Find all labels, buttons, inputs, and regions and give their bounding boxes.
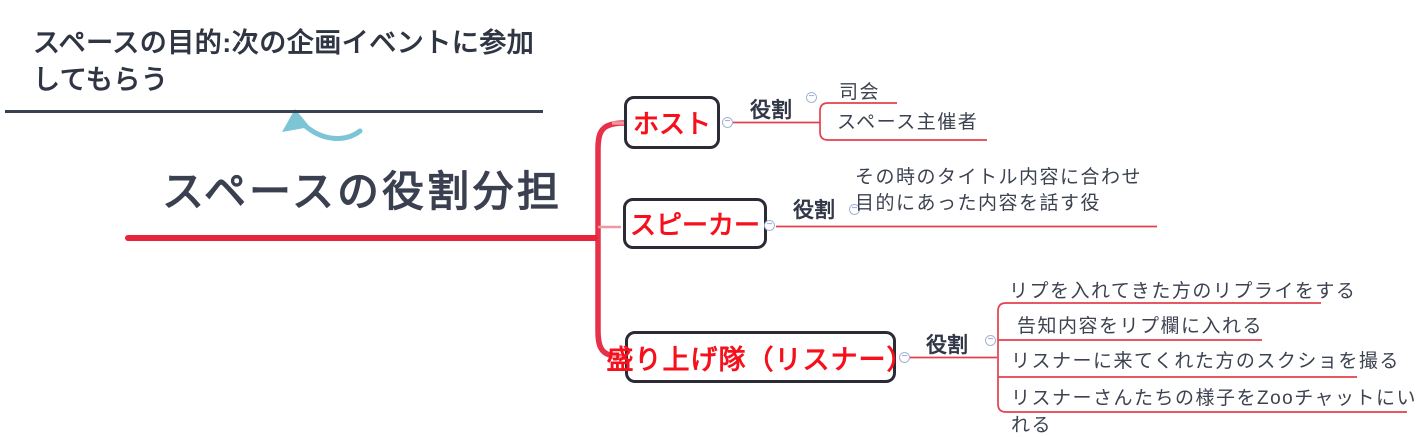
leaf-reply-to-reps[interactable]: リプを入れてきた方のリプライをする: [1009, 281, 1357, 302]
topic-host[interactable]: ホスト: [624, 96, 720, 149]
leaf-speaker-role[interactable]: その時のタイトル内容に合わせ 目的にあった内容を話す役: [855, 167, 1143, 214]
leaf-announce-in-replies[interactable]: 告知内容をリプ欄に入れる: [1017, 316, 1264, 337]
minus-circle-icon[interactable]: −: [849, 204, 860, 215]
leaf-mc[interactable]: 司会: [839, 82, 881, 103]
leaf-space-organizer[interactable]: スペース主催者: [837, 112, 979, 133]
relation-label-cheer[interactable]: 役割: [926, 334, 968, 357]
relation-label-host[interactable]: 役割: [750, 99, 792, 122]
minus-circle-icon[interactable]: −: [722, 117, 733, 128]
leaf-zoo-chat[interactable]: リスナーさんたちの様子をZooチャットにいれる: [1011, 388, 1418, 436]
note-underline: [5, 110, 543, 113]
minus-circle-icon[interactable]: −: [985, 335, 996, 346]
central-topic[interactable]: スペースの役割分担: [162, 168, 562, 215]
leaf-screenshot-listeners[interactable]: リスナーに来てくれた方のスクショを撮る: [1011, 351, 1400, 372]
topic-cheer-squad[interactable]: 盛り上げ隊（リスナー）: [607, 331, 914, 383]
minus-circle-icon[interactable]: −: [806, 92, 817, 103]
minus-circle-icon[interactable]: −: [899, 352, 910, 363]
relation-label-speaker[interactable]: 役割: [793, 199, 835, 222]
minus-circle-icon[interactable]: −: [764, 220, 775, 231]
topic-speaker[interactable]: スピーカー: [623, 198, 767, 249]
curved-arrow-icon: [282, 109, 363, 141]
central-topic-underline: [125, 235, 599, 241]
space-purpose-note: スペースの目的:次の企画イベントに参加してもらう: [33, 28, 535, 95]
